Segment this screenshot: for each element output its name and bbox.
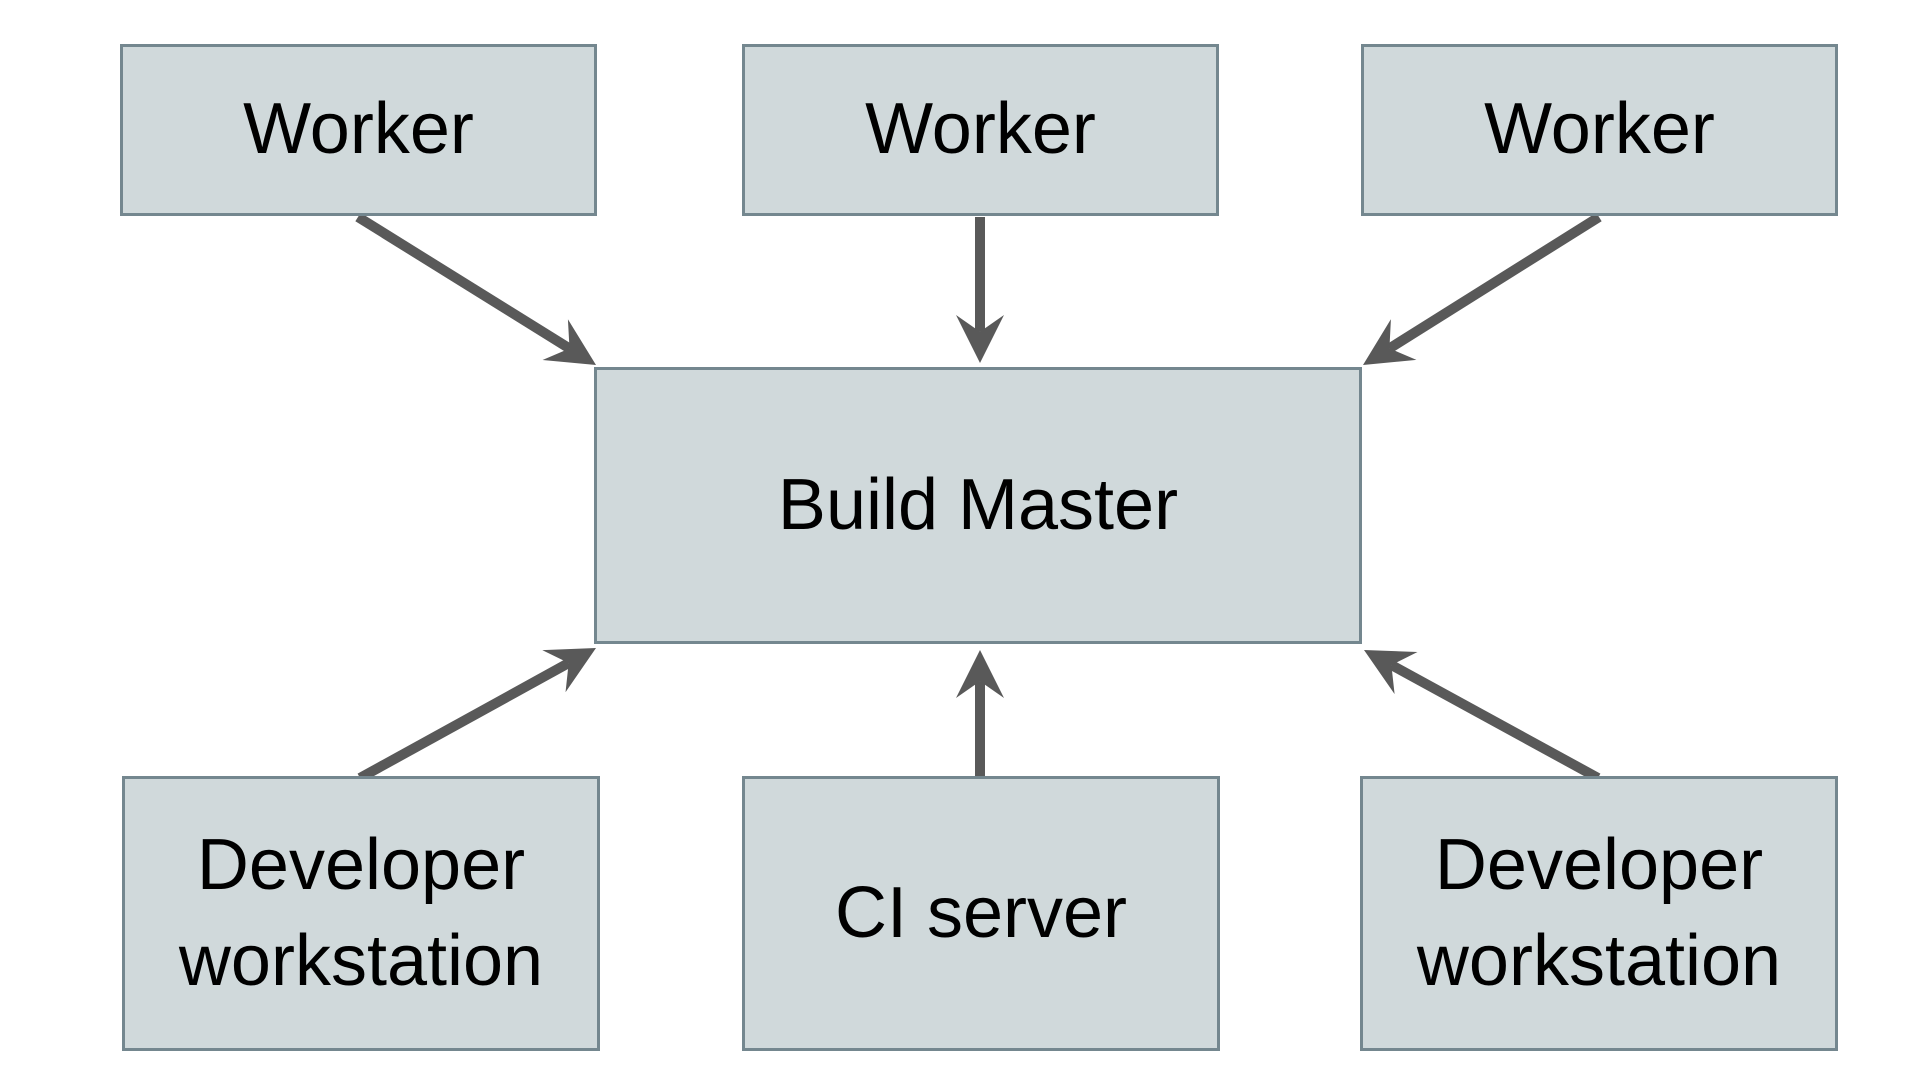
node-developer-workstation-2: Developer workstation	[1360, 776, 1838, 1051]
node-build-master: Build Master	[594, 367, 1362, 644]
arrow-developer-workstation-2-to-build-master	[1363, 650, 1601, 783]
arrow-worker-3-to-build-master	[1363, 212, 1602, 365]
node-label-worker-1: Worker	[243, 89, 474, 170]
node-label-build-master: Build Master	[777, 464, 1179, 545]
arrow-worker-1-to-build-master	[355, 212, 597, 365]
node-ci-server: CI server	[742, 776, 1220, 1051]
node-worker-2: Worker	[742, 44, 1219, 216]
arrow-developer-workstation-1-to-build-master	[357, 648, 597, 783]
node-worker-1: Worker	[120, 44, 597, 216]
node-developer-workstation-1: Developer workstation	[122, 776, 600, 1051]
node-label-worker-2: Worker	[865, 89, 1096, 170]
node-label-developer-workstation-2: Developer workstation	[1416, 825, 1782, 1001]
node-label-developer-workstation-1: Developer workstation	[178, 825, 544, 1001]
node-label-ci-server: CI server	[834, 872, 1128, 953]
node-worker-3: Worker	[1361, 44, 1838, 216]
node-label-worker-3: Worker	[1484, 89, 1715, 170]
